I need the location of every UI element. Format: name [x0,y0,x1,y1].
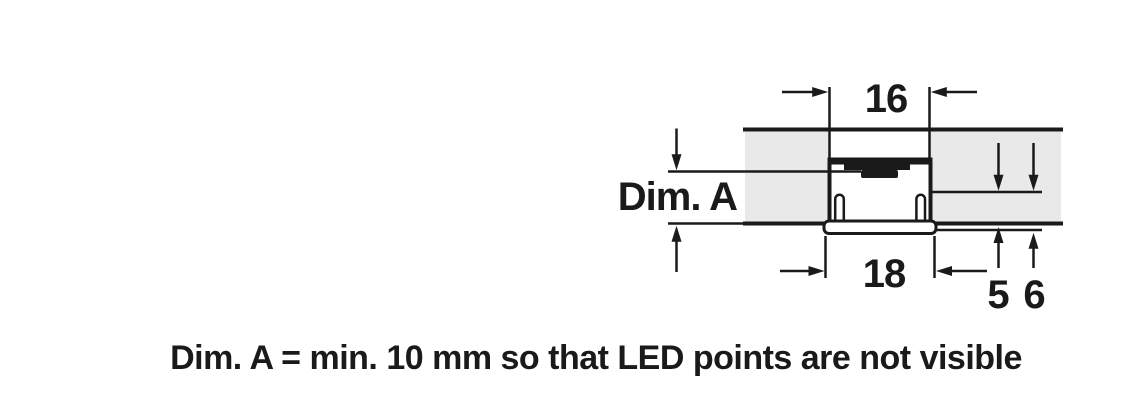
dim-18-label: 18 [863,252,906,296]
dim-a-arrowhead-bottom [671,225,682,242]
dim-16-arrowhead-left [812,87,829,97]
dim-16-arrowhead-right [930,87,947,97]
dim-a-label: Dim. A [618,175,737,219]
led-point [861,170,898,178]
dim-6-arrowhead-top [1028,174,1039,191]
dim-6-label: 6 [1023,273,1044,317]
dim-5-arrowhead-bottom [993,227,1004,243]
spring-clip-right [915,193,927,222]
dim-18-arrowhead-left [808,266,825,276]
profile-top-wall [827,157,933,165]
dim-a-arrowhead-top [671,154,682,171]
dim-16-label: 16 [865,77,908,121]
profile-side-wall-right [928,157,933,225]
dim-6-arrowhead-bottom [1028,232,1039,249]
led-strip [844,164,910,170]
dim-5-label: 5 [987,273,1009,317]
caption-text: Dim. A = min. 10 mm so that LED points a… [170,339,1022,377]
profile-side-wall-left [827,157,832,225]
profile-bottom-flange [822,219,938,235]
dim-5-arrowhead-top [993,174,1004,191]
dim-18-arrowhead-right [936,266,952,276]
spring-clip-left [833,193,846,222]
